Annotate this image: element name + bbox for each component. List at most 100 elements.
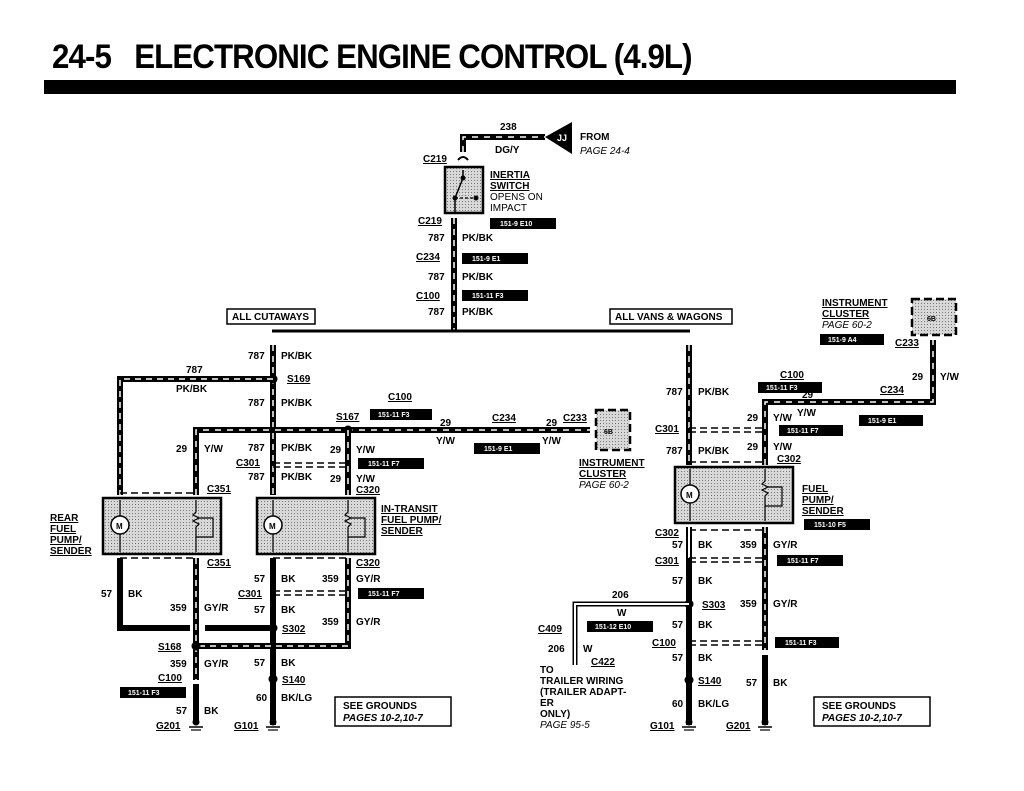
r-29-b: 29 xyxy=(747,442,759,453)
s168-label: S168 xyxy=(158,642,182,653)
r-c100-lower-ref-badge[interactable] xyxy=(775,637,839,648)
l-c234-ref: 151-9 E1 xyxy=(484,446,513,453)
page-title: 24-5 ELECTRONIC ENGINE CONTROL (4.9L) xyxy=(52,38,693,76)
r-57-a: 57 xyxy=(672,540,684,551)
r-bk-c: BK xyxy=(698,620,713,631)
r-pkbk-a: PK/BK xyxy=(698,387,730,398)
r-bk-d: BK xyxy=(698,653,713,664)
feed-c234-ref: 151-9 E1 xyxy=(472,256,501,263)
l-c100-ref-badge[interactable] xyxy=(370,409,432,420)
source-page-link[interactable]: PAGE 24-4 xyxy=(580,146,630,157)
r-splice-s140 xyxy=(684,675,694,685)
trailer-page-link[interactable]: PAGE 95-5 xyxy=(540,720,590,731)
l-bk-a: BK xyxy=(281,574,296,585)
s302-label: S302 xyxy=(282,624,306,635)
r-yw-h: Y/W xyxy=(797,408,816,419)
inertia-switch-body xyxy=(443,165,485,215)
l-see-grounds-box xyxy=(334,696,452,727)
l-g201-ground-icon xyxy=(189,718,203,731)
l-787-c: 787 xyxy=(248,443,265,454)
r-c301-lower-ref: 151-11 F7 xyxy=(787,558,819,565)
r-see-grounds-pages[interactable]: PAGES 10-2,10-7 xyxy=(822,713,902,724)
r-pump-title-2: PUMP/ xyxy=(802,495,834,506)
l-29-h1: 29 xyxy=(440,418,452,429)
feed-color-3: PK/BK xyxy=(462,307,494,318)
r-w-a: W xyxy=(617,608,627,619)
r-c234-ref-badge[interactable] xyxy=(859,415,923,426)
l-cluster-page[interactable]: PAGE 60-2 xyxy=(579,480,629,491)
l-bk-d: BK xyxy=(281,658,296,669)
l-gyr-rear: GY/R xyxy=(204,603,229,614)
r-pump-ref-badge[interactable] xyxy=(804,519,870,530)
l-bk-rear: BK xyxy=(128,589,143,600)
title-rule xyxy=(44,80,956,94)
r-cluster-ref-badge[interactable] xyxy=(820,334,884,345)
r-c301-lower-label: C301 xyxy=(655,556,679,567)
r-g101-ground-icon xyxy=(682,718,696,731)
r-see-grounds-title: SEE GROUNDS xyxy=(822,701,896,712)
r-yw-v: Y/W xyxy=(940,372,959,383)
r-yw-a: Y/W xyxy=(773,413,792,424)
l-c320-top-label: C320 xyxy=(356,485,380,496)
rear-pump-title-4: SENDER xyxy=(50,546,92,557)
l-c234-label: C234 xyxy=(492,413,516,424)
r-c233-label: C233 xyxy=(895,338,919,349)
l-c351-bottom-label: C351 xyxy=(207,558,231,569)
r-s140-label: S140 xyxy=(698,676,722,687)
variant-left-label: ALL CUTAWAYS xyxy=(232,312,309,323)
l-787-d: 787 xyxy=(248,472,265,483)
feed-color-1: PK/BK xyxy=(462,233,494,244)
r-c100-lower-label: C100 xyxy=(652,638,676,649)
r-359-a: 359 xyxy=(740,540,757,551)
r-g201-ground-icon xyxy=(758,718,772,731)
l-cluster-title-1[interactable]: INSTRUMENT xyxy=(579,458,645,469)
l-see-grounds-pages[interactable]: PAGES 10-2,10-7 xyxy=(343,713,423,724)
l-c234-ref-badge[interactable] xyxy=(474,443,540,454)
r-cluster-title-1[interactable]: INSTRUMENT xyxy=(822,298,888,309)
r-bklg: BK/LG xyxy=(698,699,729,710)
l-cluster-title-2[interactable]: CLUSTER xyxy=(579,469,627,480)
feed-c100-ref-badge[interactable] xyxy=(462,290,528,301)
l-359-a: 359 xyxy=(322,574,339,585)
r-57-d: 57 xyxy=(672,653,684,664)
l-c301-lower-label: C301 xyxy=(238,589,262,600)
feed-c234-label: C234 xyxy=(416,252,440,263)
r-c301-ref: 151-11 F7 xyxy=(787,428,819,435)
r-cluster-page[interactable]: PAGE 60-2 xyxy=(822,320,872,331)
r-c100-label: C100 xyxy=(780,370,804,381)
l-c301-ref: 151-11 F7 xyxy=(368,461,400,468)
rear-pump-motor-label: M xyxy=(116,522,123,531)
l-c100-lower-ref-badge[interactable] xyxy=(120,687,186,698)
c409-ref-badge[interactable] xyxy=(587,621,653,632)
l-57-d: 57 xyxy=(254,658,266,669)
l-c301-lower-ref-badge[interactable] xyxy=(358,588,424,599)
l-g101-label: G101 xyxy=(234,721,259,732)
feed-circuit-1: 787 xyxy=(428,233,445,244)
l-splice-s140 xyxy=(268,674,278,684)
trailer-wire-206 xyxy=(572,601,689,665)
l-c301-ref-badge[interactable] xyxy=(358,458,424,469)
s167-label: S167 xyxy=(336,412,360,423)
r-c100-ref-badge[interactable] xyxy=(758,382,822,393)
r-gyr-b: GY/R xyxy=(773,599,798,610)
r-787-a: 787 xyxy=(666,387,683,398)
r-cluster-title-2[interactable]: CLUSTER xyxy=(822,309,870,320)
l-57-rear: 57 xyxy=(101,589,113,600)
feed-c234-ref-badge[interactable] xyxy=(462,253,528,264)
r-29-v: 29 xyxy=(912,372,924,383)
r-yw-b: Y/W xyxy=(773,442,792,453)
inertia-switch-ref-badge[interactable] xyxy=(490,218,556,229)
rear-pump-ground-wire xyxy=(117,558,190,631)
r-c301-ref-badge[interactable] xyxy=(779,425,843,436)
r-206-b: 206 xyxy=(548,644,565,655)
c219-top-label: C219 xyxy=(423,154,447,165)
source-wire-238 xyxy=(460,134,545,152)
r-57-b: 57 xyxy=(672,576,684,587)
source-circuit: 238 xyxy=(500,122,517,133)
r-pump-ref: 151-10 F5 xyxy=(814,522,846,529)
l-g101-ground-icon xyxy=(266,718,280,731)
l-787-b: 787 xyxy=(248,398,265,409)
right-wire-29 xyxy=(762,340,936,465)
l-c100-ref: 151-11 F3 xyxy=(378,412,410,419)
r-c301-lower-ref-badge[interactable] xyxy=(777,555,843,566)
